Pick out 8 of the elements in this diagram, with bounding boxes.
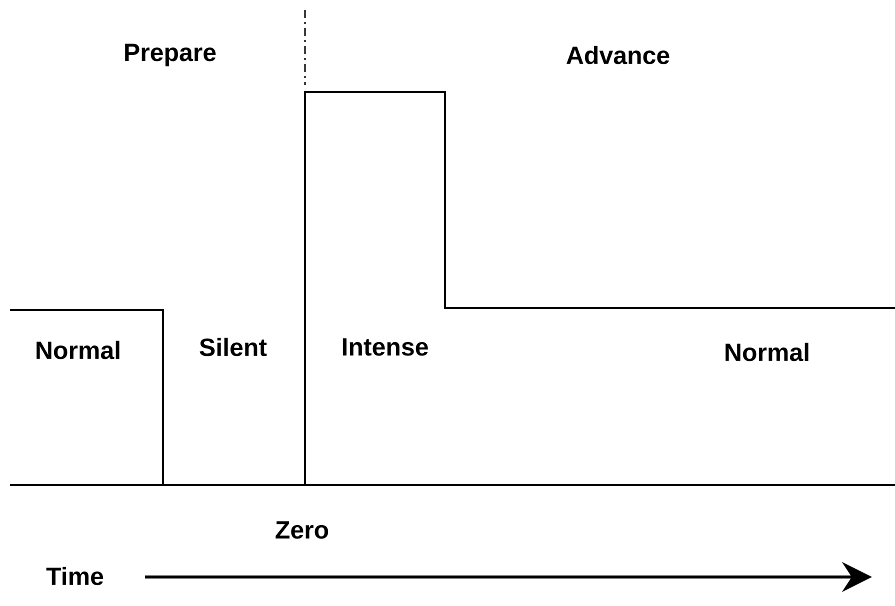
label: Prepare — [125, 44, 216, 66]
label: Normal — [36, 340, 120, 360]
label: Intense — [342, 338, 428, 356]
label: Zero — [276, 521, 328, 539]
label: Normal — [726, 342, 808, 362]
label: Advance — [566, 46, 670, 64]
label: Time — [46, 566, 104, 586]
label: Silent — [200, 338, 267, 356]
